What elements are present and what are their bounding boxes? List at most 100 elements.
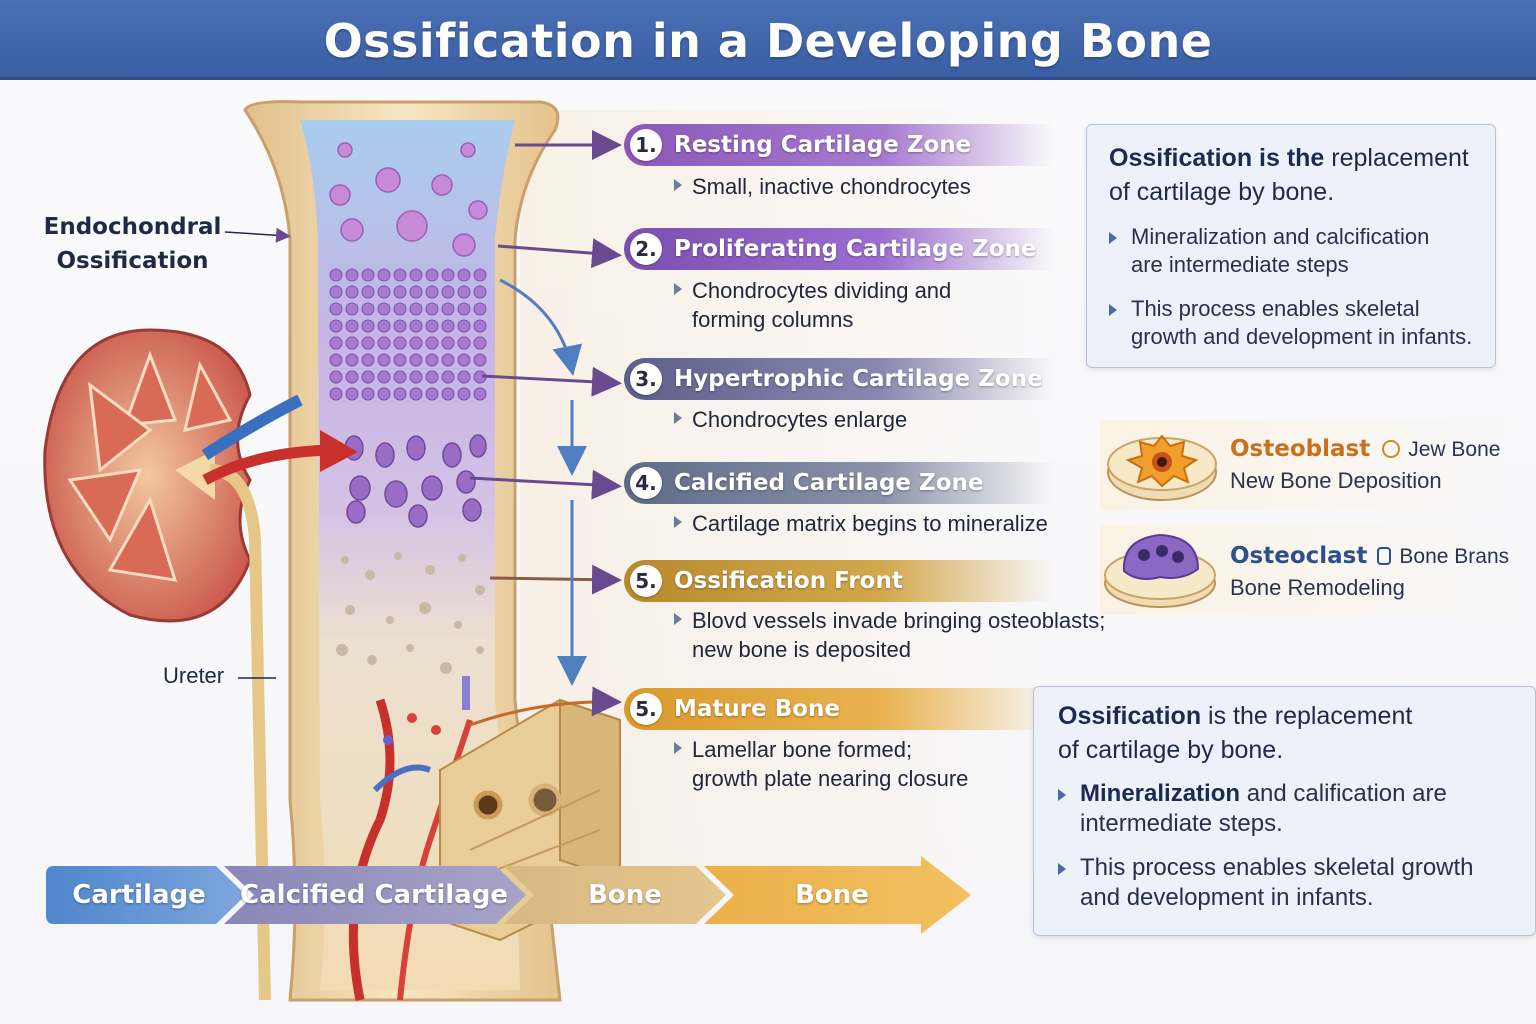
info-bullet: Mineralization and calification are inte… — [1058, 779, 1511, 839]
zone-desc-line1: Small, inactive chondrocytes — [692, 174, 971, 199]
zone-number: 5. — [630, 693, 662, 725]
zone-desc-line1: Lamellar bone formed; — [692, 737, 913, 762]
zone-bar: 2. Proliferating Cartilage Zone — [624, 228, 1054, 270]
zone-arrows — [469, 130, 622, 727]
osteoclast-label: Osteoclast — [1230, 543, 1368, 569]
zone-number: 4. — [630, 467, 662, 499]
flow-arrow — [499, 278, 582, 376]
info-bullet: This process enables skeletal growth and… — [1058, 853, 1511, 913]
osteoclast-extra: Bone Brans — [1399, 545, 1510, 568]
zone-bar: 4. Calcified Cartilage Zone — [624, 462, 1054, 504]
bullet-triangle-icon — [674, 613, 682, 625]
info-bullet-line2: and development in infants. — [1080, 884, 1374, 911]
osteoblast-row: Osteoblast Jew Bone New Bone Deposition — [1100, 420, 1536, 510]
zone-number: 5. — [630, 565, 662, 597]
box-icon — [1377, 547, 1392, 565]
endochondral-label: Endochondral Ossification — [40, 210, 225, 278]
bullet-triangle-icon — [1058, 789, 1066, 801]
info-lead-line2: of cartilage by bone. — [1109, 178, 1335, 206]
zone-bar: 5. Ossification Front — [624, 560, 1054, 602]
info-bullet: This process enables skeletal growth and… — [1109, 295, 1473, 351]
info-lead-bold: Ossification is the — [1109, 144, 1325, 172]
endochondral-label-line2: Ossification — [56, 248, 209, 274]
progression-label: Bone — [795, 880, 869, 910]
zone-description: Lamellar bone formed; growth plate neari… — [674, 735, 1134, 793]
zone-description: Cartilage matrix begins to mineralize — [674, 509, 1134, 538]
osteoclast-icon — [1104, 533, 1216, 608]
progression-label: Cartilage — [72, 880, 206, 910]
endochondral-label-line1: Endochondral — [43, 214, 222, 240]
progression-label: Bone — [588, 880, 662, 910]
progression-label: Calcified Cartilage — [240, 880, 508, 910]
ureter-label: Ureter — [163, 663, 225, 688]
bullet-triangle-icon — [674, 516, 682, 528]
progression-step-calcified — [224, 866, 526, 924]
zone-description: Chondrocytes dividing and forming column… — [674, 276, 1134, 334]
zone-description: Chondrocytes enlarge — [674, 405, 1134, 434]
info-lead-bold: Ossification — [1058, 702, 1202, 730]
bullet-triangle-icon — [1109, 232, 1117, 244]
calcified-matrix — [336, 552, 485, 674]
progression-step-cartilage — [46, 866, 246, 924]
zone-number: 1. — [630, 129, 662, 161]
zone-desc-line2: forming columns — [692, 307, 854, 332]
info-bullet-line1: Mineralization and calcification — [1131, 224, 1430, 249]
title-banner: Ossification in a Developing Bone — [0, 0, 1536, 80]
info-bullet-line2: intermediate steps. — [1080, 810, 1283, 837]
zone-description: Blovd vessels invade bringing osteoblast… — [674, 606, 1154, 664]
info-bullet: Mineralization and calcification are int… — [1109, 223, 1473, 279]
bullet-triangle-icon — [1109, 304, 1117, 316]
bullet-triangle-icon — [674, 283, 682, 295]
zone-title: Proliferating Cartilage Zone — [674, 236, 1037, 262]
kidney — [43, 328, 252, 623]
proliferating-chondrocytes — [329, 268, 487, 401]
progression-step-bone1 — [504, 866, 726, 924]
zone-description: Small, inactive chondrocytes — [674, 172, 1134, 201]
osteoblast-sub: New Bone Deposition — [1230, 468, 1442, 493]
info-lead: Ossification is the replacement of carti… — [1109, 141, 1473, 209]
zone-bar: 5. Mature Bone — [624, 688, 1054, 730]
info-lead-rest: replacement — [1324, 144, 1469, 172]
osteoclast-row: Osteoclast Bone Brans Bone Remodeling — [1100, 525, 1536, 615]
zone-title: Hypertrophic Cartilage Zone — [674, 366, 1043, 392]
endochondral-pointer — [224, 227, 291, 243]
info-bullet-line1: This process enables skeletal — [1131, 296, 1420, 321]
info-lead-rest: is the replacement — [1201, 702, 1413, 730]
osteoblast-name: Osteoblast Jew Bone — [1230, 436, 1500, 462]
zone-number: 2. — [630, 233, 662, 265]
renal-vein — [201, 394, 303, 461]
osteoblast-label: Osteoblast — [1230, 436, 1371, 462]
osteoblast-extra: Jew Bone — [1408, 438, 1501, 461]
info-bullet-bold: Mineralization — [1080, 780, 1241, 807]
zone-bar: 1. Resting Cartilage Zone — [624, 124, 1054, 166]
zone-title: Calcified Cartilage Zone — [674, 470, 984, 496]
info-bullet-rest: and calification are — [1240, 780, 1447, 807]
zone-desc-line2: growth plate nearing closure — [692, 766, 969, 791]
zone-desc-line1: Chondrocytes enlarge — [692, 407, 908, 432]
osteoclast-name: Osteoclast Bone Brans — [1230, 543, 1509, 569]
info-bullet-line1: This process enables skeletal growth — [1080, 854, 1474, 881]
bullet-triangle-icon — [674, 742, 682, 754]
zone-bar: 3. Hypertrophic Cartilage Zone — [624, 358, 1054, 400]
bullet-triangle-icon — [674, 412, 682, 424]
zone-number: 3. — [630, 363, 662, 395]
bullet-triangle-icon — [1058, 863, 1066, 875]
bullet-triangle-icon — [674, 179, 682, 191]
zone-desc-line1: Blovd vessels invade bringing osteoblast… — [692, 608, 1106, 633]
info-bullet-line2: growth and development in infants. — [1131, 324, 1473, 349]
zone-title: Ossification Front — [674, 568, 903, 594]
hypertrophic-chondrocytes — [344, 434, 487, 528]
circle-minus-icon — [1382, 440, 1401, 458]
progression-step-bone2 — [704, 856, 971, 934]
page-title: Ossification in a Developing Bone — [323, 14, 1213, 68]
progression-arrows — [46, 856, 971, 934]
osteoblast-icon — [1107, 434, 1217, 501]
zone-desc-line1: Chondrocytes dividing and — [692, 278, 952, 303]
osteoclast-sub: Bone Remodeling — [1230, 575, 1405, 600]
info-box-top: Ossification is the replacement of carti… — [1086, 124, 1496, 368]
artery-arrow-icon — [320, 430, 358, 472]
info-bullet-line2: are intermediate steps — [1131, 252, 1349, 277]
zone-desc-line2: new bone is deposited — [692, 637, 911, 662]
info-box-bottom: Ossification is the replacement of carti… — [1033, 686, 1536, 936]
zone-desc-line1: Cartilage matrix begins to mineralize — [692, 511, 1048, 536]
